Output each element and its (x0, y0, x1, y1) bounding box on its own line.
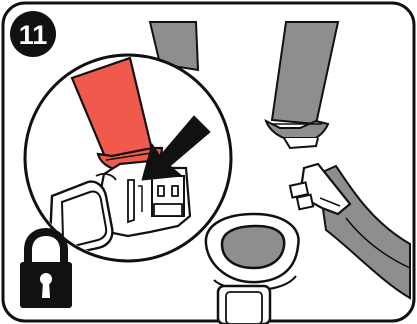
latch-slot-right (172, 186, 178, 196)
latch-slot-left (158, 186, 164, 196)
step-number: 11 (19, 20, 48, 50)
step-badge: 11 (10, 11, 56, 57)
buckle-release-button (222, 226, 284, 268)
